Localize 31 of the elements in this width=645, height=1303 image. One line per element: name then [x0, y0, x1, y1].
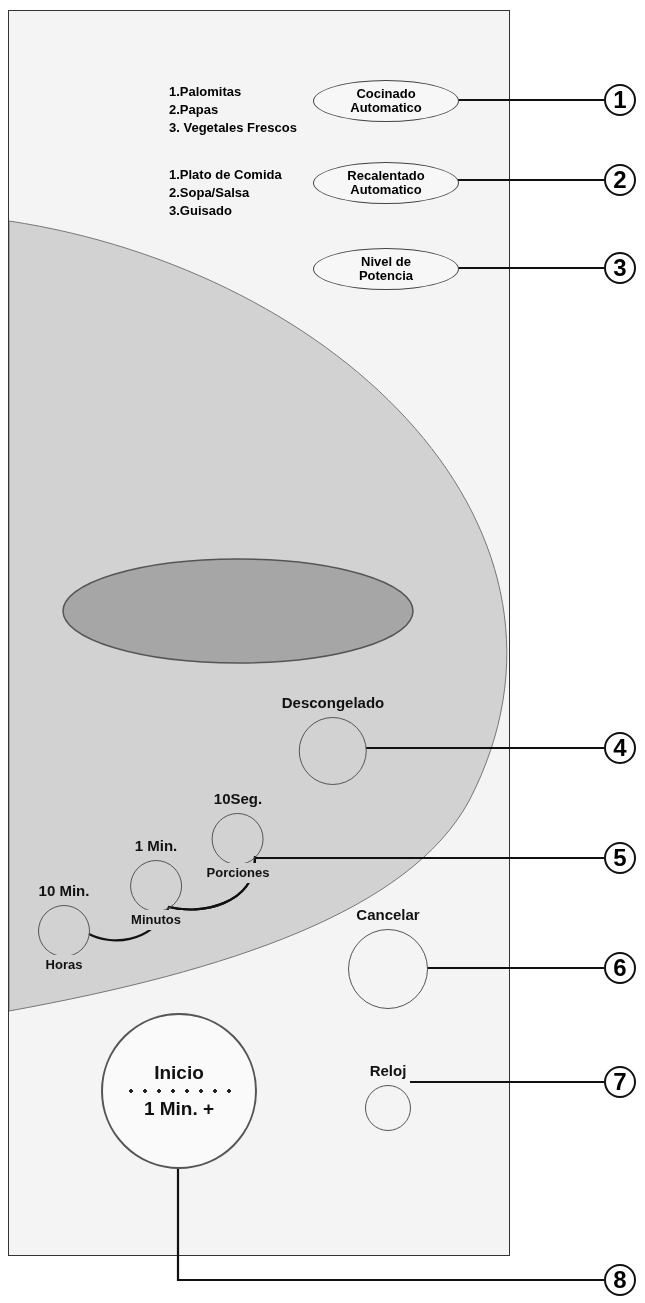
- callout-number: 8: [604, 1264, 636, 1296]
- leader-line: [458, 266, 604, 270]
- callout-number: 3: [604, 252, 636, 284]
- callout-number: 4: [604, 732, 636, 764]
- leader-line: [427, 966, 604, 970]
- callout-number: 5: [604, 842, 636, 874]
- control-panel: [8, 10, 510, 1256]
- button-label: 10 Min.: [38, 881, 90, 901]
- callout-number: 6: [604, 952, 636, 984]
- button-label: Cancelar: [356, 905, 420, 925]
- oval-button: Cocinado Automatico: [313, 80, 459, 122]
- button-label: 10Seg.: [213, 789, 263, 809]
- leader-line: [458, 98, 604, 102]
- callout-number: 2: [604, 164, 636, 196]
- button-label: Porciones: [204, 863, 272, 883]
- leader-line: [458, 178, 604, 182]
- callout-number: 7: [604, 1066, 636, 1098]
- oval-button: Recalentado Automatico: [313, 162, 459, 204]
- button-label: 1 Min. +: [143, 1099, 215, 1119]
- leader-line: [366, 746, 604, 750]
- button-label: Minutos: [129, 910, 183, 930]
- food-list: 1.Palomitas 2.Papas 3. Vegetales Frescos: [169, 83, 297, 137]
- leader-line: [410, 1080, 604, 1084]
- leader-line: [176, 1168, 604, 1282]
- button-label: 1 Min.: [134, 836, 178, 856]
- button-label: Descongelado: [281, 693, 385, 713]
- food-list: 1.Plato de Comida 2.Sopa/Salsa 3.Guisado: [169, 166, 282, 220]
- callout-number: 1: [604, 84, 636, 116]
- button-label: Inicio: [154, 1063, 204, 1083]
- oval-button: Nivel de Potencia: [313, 248, 459, 290]
- button-label: Reloj: [369, 1061, 407, 1081]
